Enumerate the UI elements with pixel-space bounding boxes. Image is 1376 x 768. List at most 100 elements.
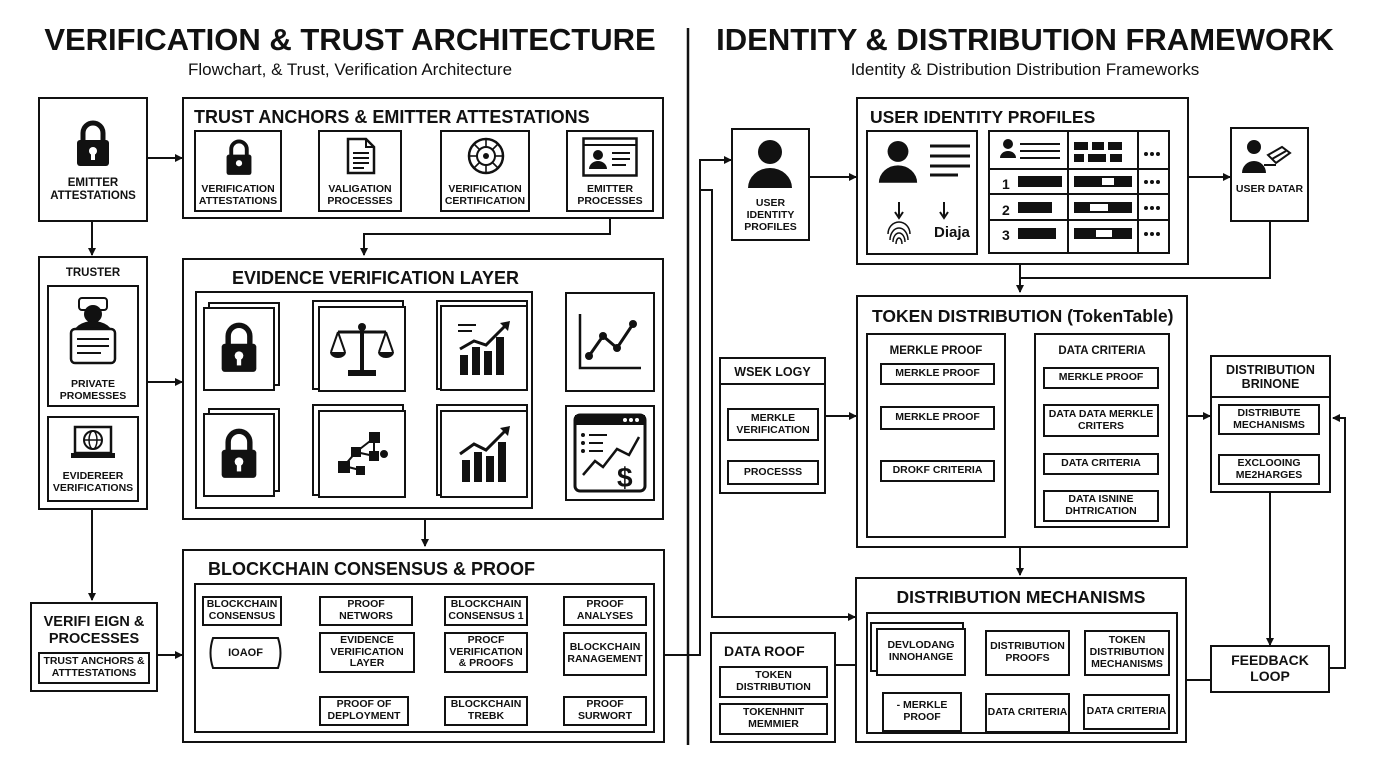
finance-dashboard-tile: $ <box>565 405 655 501</box>
distribute-mechanisms-box: DISTRIBUTE MECHANISMS <box>1218 404 1320 435</box>
right-subtitle: Identity & Distribution Distribution Fra… <box>850 60 1200 79</box>
valigation-processes-label: VALIGATION PROCESSES <box>327 183 393 207</box>
criteria-merkle-proof-label: MERKLE PROOF <box>1058 371 1144 384</box>
ioaof-label: IOAOF <box>228 646 263 659</box>
devlodang-label: DEVLODANG INNOHANGE <box>887 639 955 663</box>
tokenhnit-memmier-label: TOKENHNIT MEMMIER <box>742 706 805 730</box>
data-merkle-criters-label: DATA DATA MERKLE CRITERS <box>1048 407 1154 432</box>
drokf-criteria-label: DROKF CRITERIA <box>892 464 983 477</box>
feedback-loop-box: FEEDBACK LOOP <box>1210 645 1330 693</box>
data-roof-title: DATA ROOF <box>724 643 805 659</box>
drokf-criteria-box: DROKF CRITERIA <box>880 460 995 482</box>
valigation-processes-box: VALIGATION PROCESSES <box>318 130 402 212</box>
distribution-proofs-box: DISTRIBUTION PROOFS <box>985 630 1070 676</box>
processs-label: PROCESSS <box>743 465 803 478</box>
token-distribution-mechanisms-box: TOKEN DISTRIBUTION MECHANISMS <box>1084 630 1170 676</box>
verification-certification-label: VERIFICATION CERTIFICATION <box>444 183 526 207</box>
merkle-proof-box-1: MERKLE PROOF <box>880 363 995 385</box>
merkle-verification-label: MERKLE VERIFICATION <box>736 411 810 436</box>
emitter-processes-label: EMITTER PROCESSES <box>577 183 643 207</box>
pen-icon <box>939 202 949 220</box>
network-tile <box>318 410 406 498</box>
criteria-merkle-proof-box: MERKLE PROOF <box>1043 367 1159 389</box>
merkle-proof-group-title: MERKLE PROOF <box>889 345 983 357</box>
lock-icon <box>221 428 257 478</box>
blockchain-trebk-box: BLOCKCHAIN TREBK <box>444 696 528 726</box>
row-number-2: 2 <box>1002 202 1010 218</box>
user-avatar-icon <box>748 140 792 188</box>
mech-merkle-proof-label: - MERKLE PROOF <box>896 699 948 723</box>
lock-tile <box>203 307 275 391</box>
proof-of-deployment-box: PROOF OF DEPLOYMENT <box>319 696 409 726</box>
ioaof-scroll: IOAOF <box>207 636 284 670</box>
bar-chart-tile <box>440 305 528 391</box>
proof-verification-box: PROCF VERIFICATION & PROOFS <box>444 632 528 673</box>
justice-scales-icon <box>330 323 394 376</box>
bar-chart-icon <box>458 321 510 375</box>
row-number-1: 1 <box>1002 176 1010 192</box>
brinone-inner-line <box>1210 396 1331 398</box>
evidence-verification-layer-box: EVIDENCE VERIFICATION LAYER <box>319 632 415 673</box>
user-datar-label: USER DATAR <box>1235 183 1304 195</box>
distribute-mechanisms-label: DISTRIBUTE MECHANISMS <box>1233 406 1305 431</box>
merkle-proof-label-2: MERKLE PROOF <box>895 411 980 424</box>
evidereer-verifications-label: EVIDEREER VERIFICATIONS <box>52 470 134 494</box>
verification-attestations-label: VERIFICATION ATTESTATIONS <box>198 183 278 207</box>
mech-data-criteria-box-2: DATA CRITERIA <box>1083 694 1170 730</box>
id-card-icon <box>582 137 638 177</box>
data-isnine-label: DATA ISNINE DHTRICATION <box>1065 493 1137 517</box>
distribution-brinone-title: DISTRIBUTION BRINONE <box>1226 363 1315 391</box>
certificate-seal-icon <box>467 137 505 175</box>
proof-networs-label: PROOF NETWORS <box>339 598 393 622</box>
lock-icon <box>221 322 257 372</box>
document-icon <box>346 137 376 175</box>
criteria-data-criteria-box: DATA CRITERIA <box>1043 453 1159 475</box>
secure-person-icon <box>69 297 117 365</box>
evidence-verification-layer-label: EVIDENCE VERIFICATION LAYER <box>330 633 404 670</box>
token-distribution-title: TOKEN DISTRIBUTION (TokenTable) <box>872 306 1174 326</box>
left-title: VERIFICATION & TRUST ARCHITECTURE <box>44 22 656 57</box>
devlodang-box: DEVLODANG INNOHANGE <box>876 628 966 676</box>
profile-card: Diaja <box>866 130 978 255</box>
trust-anchors-title: TRUST ANCHORS & EMITTER ATTESTATIONS <box>194 107 590 127</box>
mech-merkle-proof-box: - MERKLE PROOF <box>882 692 962 732</box>
excloding-label: EXCLOOING ME2HARGES <box>1235 456 1303 481</box>
user-avatar-icon <box>878 141 918 183</box>
trust-anchors-attestations-box: TRUST ANCHORS & ATTTESTATIONS <box>38 652 150 684</box>
fingerprint-icon <box>887 202 911 245</box>
excloding-box: EXCLOOING ME2HARGES <box>1218 454 1320 485</box>
lock-icon <box>77 120 109 166</box>
trust-anchors-attestations-label: TRUST ANCHORS & ATTTESTATIONS <box>43 655 145 679</box>
blockchain-ranagement-box: BLOCKCHAIN RANAGEMENT <box>563 632 647 676</box>
proof-networs-box: PROOF NETWORS <box>319 596 413 626</box>
row-number-3: 3 <box>1002 227 1010 243</box>
finance-dashboard-icon: $ <box>573 413 647 493</box>
user-identity-profiles-box: USER IDENTITY PROFILES <box>731 128 810 241</box>
verification-certification-box: VERIFICATION CERTIFICATION <box>440 130 530 212</box>
emitter-processes-box: EMITTER PROCESSES <box>566 130 654 212</box>
proof-of-deployment-label: PROOF OF DEPLOYMENT <box>327 698 401 722</box>
emitter-attestations-box: EMITTER ATTESTATIONS <box>38 97 148 222</box>
blockchain-consensus-box: BLOCKCHAIN CONSENSUS <box>202 596 282 626</box>
node-network-icon <box>338 432 388 475</box>
merkle-proof-label-1: MERKLE PROOF <box>895 367 980 380</box>
bar-chart-tile-2 <box>440 410 528 498</box>
line-graph-icon <box>578 314 641 370</box>
blockchain-trebk-label: BLOCKCHAIN TREBK <box>450 698 522 722</box>
data-criteria-group-title: DATA CRITERIA <box>1058 345 1146 357</box>
truster-title: TRUSTER <box>65 267 121 279</box>
wsek-inner-line <box>719 383 826 385</box>
right-title: IDENTITY & DISTRIBUTION FRAMEWORK <box>716 22 1334 57</box>
identity-table: 1 2 3 <box>988 130 1170 254</box>
merkle-proof-box-2: MERKLE PROOF <box>880 406 995 430</box>
globe-laptop-icon <box>71 425 115 458</box>
lock-icon <box>226 139 252 175</box>
private-promesses-box: PRIVATE PROMESSES <box>47 285 139 407</box>
token-distribution-label: TOKEN DISTRIBUTION <box>736 669 811 693</box>
proof-surwort-label: PROOF SURWORT <box>577 698 633 722</box>
token-distribution-mechanisms-label: TOKEN DISTRIBUTION MECHANISMS <box>1089 634 1165 670</box>
data-merkle-criters-box: DATA DATA MERKLE CRITERS <box>1043 404 1159 437</box>
blockchain-ranagement-label: BLOCKCHAIN RANAGEMENT <box>567 641 643 665</box>
blockchain-consensus-label: BLOCKCHAIN CONSENSUS <box>206 598 278 622</box>
svg-text:$: $ <box>617 462 633 493</box>
